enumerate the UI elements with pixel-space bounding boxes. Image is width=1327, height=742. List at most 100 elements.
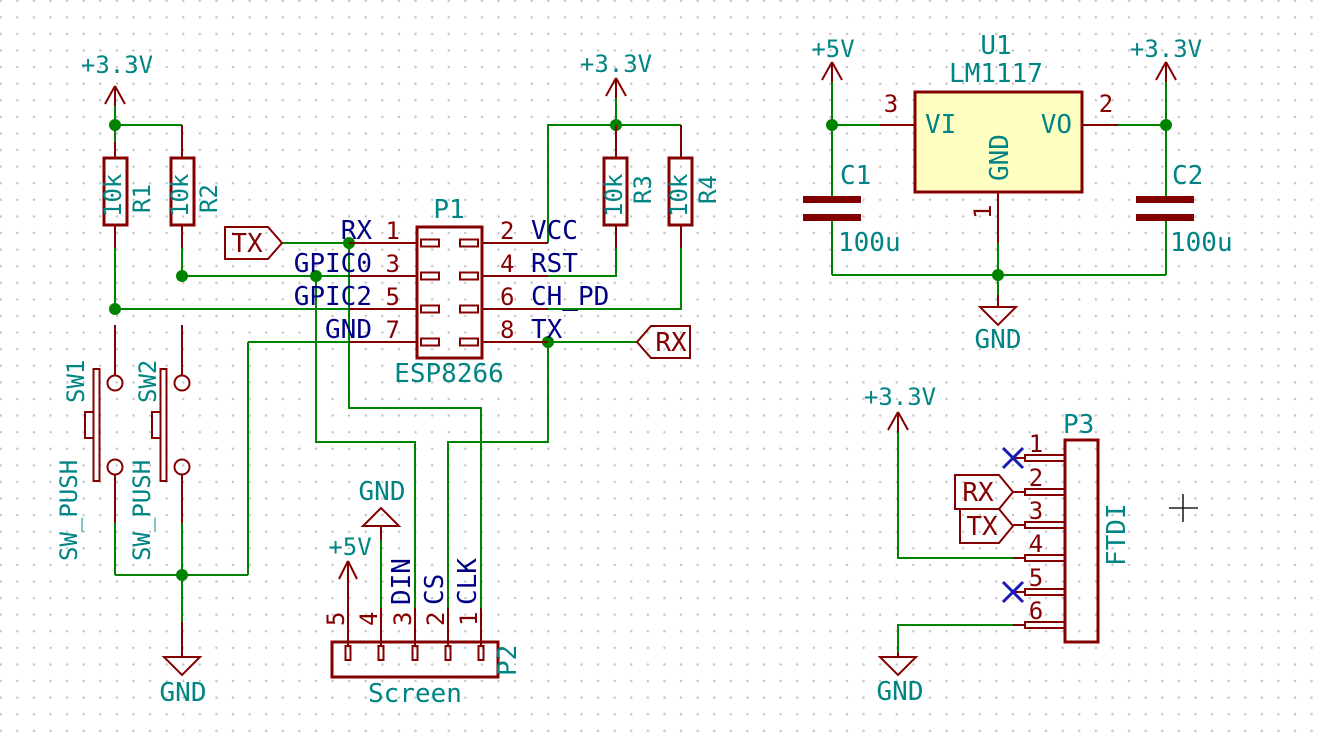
cap-plate	[803, 196, 861, 203]
capacitor-c1[interactable]: C1 100u	[803, 161, 901, 258]
pin-number: 4	[1029, 530, 1043, 558]
gnd-label[interactable]: GND	[359, 477, 406, 507]
resistor-body[interactable]	[169, 156, 196, 227]
resistor-body[interactable]	[667, 156, 694, 227]
gnd-triangle-icon	[877, 652, 919, 677]
resistor-ref[interactable]: R2	[195, 184, 223, 213]
resistor-ref[interactable]: R3	[629, 175, 657, 204]
power-flag-3v3-ftdi[interactable]: +3.3V	[864, 383, 936, 432]
connector-p1-esp8266[interactable]: P1 ESP8266 1 3 5 7 RX GPIC0 GPIC2 GND 2 …	[294, 195, 610, 389]
flag-label[interactable]: TX	[966, 512, 998, 542]
ic-u1-lm1117[interactable]: U1 LM1117 3 2 1 VI VO GND	[880, 31, 1118, 243]
power-label[interactable]: +5V	[811, 35, 854, 63]
switch-value[interactable]: SW_PUSH	[128, 460, 156, 561]
pin-number: 7	[386, 316, 400, 344]
cap-value[interactable]: 100u	[1170, 228, 1233, 258]
gnd-label[interactable]: GND	[877, 677, 924, 707]
pin-name[interactable]: TX	[531, 315, 563, 345]
switch-contact	[173, 458, 191, 476]
net-flag-rx-ftdi[interactable]: RX	[954, 474, 1015, 510]
wire[interactable]	[547, 124, 681, 243]
resistor-r2[interactable]: 10k R2	[166, 125, 223, 375]
pin-name[interactable]: VCC	[531, 216, 578, 246]
cap-value[interactable]: 100u	[838, 228, 901, 258]
connector-value[interactable]: Screen	[368, 679, 462, 709]
ic-body[interactable]	[913, 90, 1084, 194]
power-label[interactable]: +3.3V	[1130, 35, 1202, 63]
cap-ref[interactable]: C1	[840, 161, 871, 191]
resistor-value[interactable]: 10k	[166, 173, 194, 217]
resistor-r1[interactable]: 10k R1	[99, 142, 156, 375]
connector-p3-ftdi[interactable]: P3 FTDI 1 2 3 4 5 6	[1001, 410, 1132, 644]
ic-value[interactable]: LM1117	[949, 59, 1043, 89]
power-label[interactable]: +5V	[328, 533, 371, 561]
resistor-ref[interactable]: R1	[128, 184, 156, 213]
connector-p2-screen[interactable]: 5 4 3 2 1 DIN CS CLK Screen P2	[322, 558, 523, 709]
wire[interactable]	[897, 624, 1013, 652]
power-label[interactable]: +3.3V	[864, 383, 936, 411]
capacitor-c2[interactable]: C2 100u	[1136, 161, 1233, 258]
resistor-body[interactable]	[102, 156, 129, 227]
pin-name[interactable]: GPIC0	[294, 249, 372, 279]
wire[interactable]	[548, 248, 617, 277]
cap-ref[interactable]: C2	[1172, 161, 1203, 191]
net-flag-tx-left[interactable]: TX	[224, 226, 284, 260]
connector-ref[interactable]: P2	[493, 645, 523, 676]
gnd-symbol-regulator[interactable]: GND	[975, 295, 1022, 355]
pin-name[interactable]: DIN	[387, 558, 417, 605]
connector-body[interactable]	[415, 225, 484, 360]
switch-value[interactable]: SW_PUSH	[55, 460, 83, 561]
gnd-flag-screen[interactable]: GND	[359, 477, 406, 540]
junction-dot	[109, 119, 121, 131]
net-flag-tx-ftdi[interactable]: TX	[959, 508, 1015, 544]
gnd-symbol-left[interactable]: GND	[160, 622, 207, 708]
power-flag-5v-screen[interactable]: +5V	[328, 533, 372, 646]
connector-ref[interactable]: P1	[433, 195, 464, 225]
pin-name[interactable]: CS	[420, 574, 450, 605]
pin-name[interactable]: GND	[325, 315, 372, 345]
ic-ref[interactable]: U1	[980, 31, 1011, 61]
wire[interactable]	[447, 342, 549, 608]
switch-sw1[interactable]: SW1 SW_PUSH	[55, 360, 124, 561]
resistor-value[interactable]: 10k	[665, 173, 693, 217]
wire[interactable]	[548, 248, 682, 310]
wire[interactable]	[348, 243, 482, 608]
pin-name[interactable]: CLK	[453, 558, 483, 605]
pin-name[interactable]: RST	[531, 249, 578, 279]
resistor-value[interactable]: 10k	[99, 173, 127, 217]
flag-label[interactable]: TX	[231, 229, 263, 259]
pin-number: 5	[1029, 564, 1043, 592]
power-label[interactable]: +3.3V	[81, 51, 153, 79]
power-flag-5v-regulator[interactable]: +5V	[811, 35, 855, 82]
resistor-r4[interactable]: 10k R4	[665, 125, 722, 248]
resistor-ref[interactable]: R4	[694, 175, 722, 204]
power-flag-3v3-regulator[interactable]: +3.3V	[1130, 35, 1202, 82]
resistor-body[interactable]	[602, 156, 629, 227]
wire[interactable]	[897, 432, 1013, 559]
net-flag-rx-mid[interactable]: RX	[635, 325, 691, 359]
wire[interactable]	[315, 276, 416, 608]
resistor-value[interactable]: 10k	[600, 173, 628, 217]
flag-label[interactable]: RX	[962, 478, 994, 508]
flag-label[interactable]: RX	[655, 328, 687, 358]
gnd-symbol-ftdi[interactable]: GND	[877, 652, 924, 707]
gnd-triangle-icon	[977, 295, 1019, 327]
connector-ref[interactable]: P3	[1063, 410, 1094, 440]
switch-button-bump	[151, 411, 160, 439]
pin-name[interactable]: CH_PD	[531, 282, 609, 312]
power-flag-3v3-left[interactable]: +3.3V	[81, 51, 153, 106]
gnd-label[interactable]: GND	[160, 678, 207, 708]
connector-value[interactable]: ESP8266	[394, 359, 504, 389]
switch-ref[interactable]: SW1	[62, 360, 90, 403]
pin-name[interactable]: RX	[341, 216, 373, 246]
resistor-r3[interactable]: 10k R3	[600, 125, 657, 248]
power-label[interactable]: +3.3V	[580, 50, 652, 78]
switch-sw2[interactable]: SW2 SW_PUSH	[128, 360, 191, 561]
gnd-label[interactable]: GND	[975, 325, 1022, 355]
connector-value[interactable]: FTDI	[1102, 503, 1132, 566]
power-flag-3v3-mid[interactable]: +3.3V	[580, 50, 652, 98]
switch-ref[interactable]: SW2	[134, 360, 162, 403]
pin-line	[349, 242, 417, 343]
connector-body[interactable]	[1063, 438, 1100, 644]
pin-name[interactable]: GPIC2	[294, 282, 372, 312]
